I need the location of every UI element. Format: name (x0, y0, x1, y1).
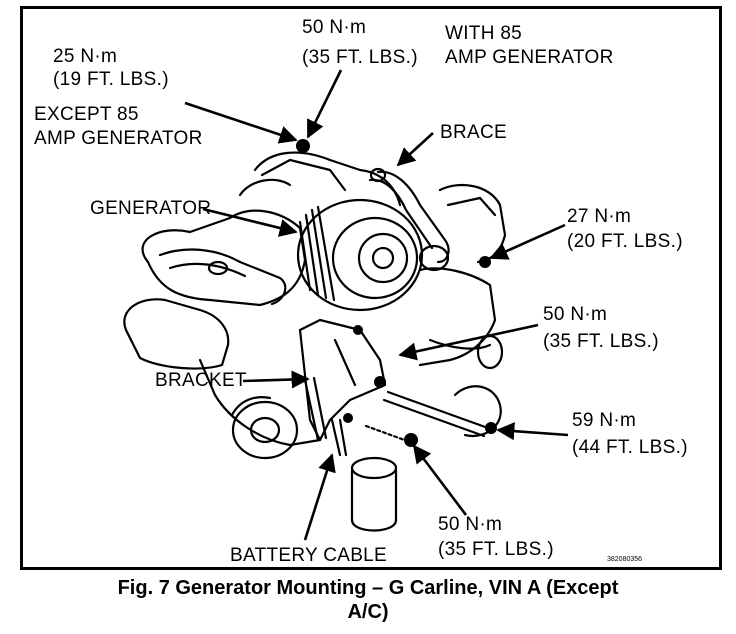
torque-50-mid-label: 50 N·m (543, 304, 608, 325)
except85-label-1: EXCEPT 85 (34, 104, 139, 125)
with85-label-2: AMP GENERATOR (445, 47, 614, 68)
starter-end (231, 400, 299, 460)
torque-27-ft-label: (20 FT. LBS.) (567, 231, 683, 252)
torque-50-bottom-ft-label: (35 FT. LBS.) (438, 539, 554, 560)
torque-50-top-label: 50 N·m (302, 17, 367, 38)
brace-label: BRACE (440, 122, 507, 143)
figure-frame (20, 6, 722, 570)
leader-27nm (489, 223, 566, 260)
leader-50nm-bottom (412, 444, 468, 516)
block-right (418, 267, 497, 367)
torque-25-ft-label: (19 FT. LBS.) (53, 69, 169, 90)
leader-25nm (184, 101, 298, 144)
brace (376, 170, 450, 264)
generator-label: GENERATOR (90, 198, 212, 219)
torque-27-label: 27 N·m (567, 206, 632, 227)
bolt-27nm (479, 256, 491, 268)
leader-brace (396, 132, 434, 167)
battery-cable-stud (330, 418, 348, 457)
figure-caption: Fig. 7 Generator Mounting – G Carline, V… (0, 576, 736, 624)
adjusting-bolt (382, 390, 490, 438)
leader-50nm-top (306, 69, 343, 139)
torque-50-top-ft-label: (35 FT. LBS.) (302, 47, 418, 68)
leader-generator (202, 207, 298, 237)
torque-25-label: 25 N·m (53, 46, 118, 67)
leader-50nm-mid (398, 323, 539, 361)
bracket-label: BRACKET (155, 370, 247, 391)
generator-body (296, 198, 424, 312)
lower-block (198, 358, 322, 447)
battery-cable-label: BATTERY CABLE (230, 545, 388, 566)
bracket (298, 318, 387, 442)
torque-50-bottom-label: 50 N·m (438, 514, 503, 535)
leader-59nm (496, 422, 569, 441)
bolt-25nm (296, 139, 310, 153)
leader-battery-cable (303, 453, 336, 541)
torque-50-mid-ft-label: (35 FT. LBS.) (543, 331, 659, 352)
except85-label-2: AMP GENERATOR (34, 128, 203, 149)
valve-cover-left (158, 248, 287, 306)
intake-manifold (253, 151, 402, 207)
torque-59-label: 59 N·m (572, 410, 637, 431)
leader-bracket (242, 370, 310, 389)
with85-label-1: WITH 85 (445, 23, 523, 44)
figure-code: 382080356 (607, 556, 643, 563)
engine-block (141, 209, 307, 307)
torque-59-ft-label: (44 FT. LBS.) (572, 437, 688, 458)
bolt-50nm-bottom (404, 433, 418, 447)
generator-pulley (357, 232, 409, 284)
oil-filter (350, 468, 398, 532)
caption-line-2: A/C) (347, 601, 389, 623)
caption-line-1: Fig. 7 Generator Mounting – G Carline, V… (117, 577, 619, 599)
